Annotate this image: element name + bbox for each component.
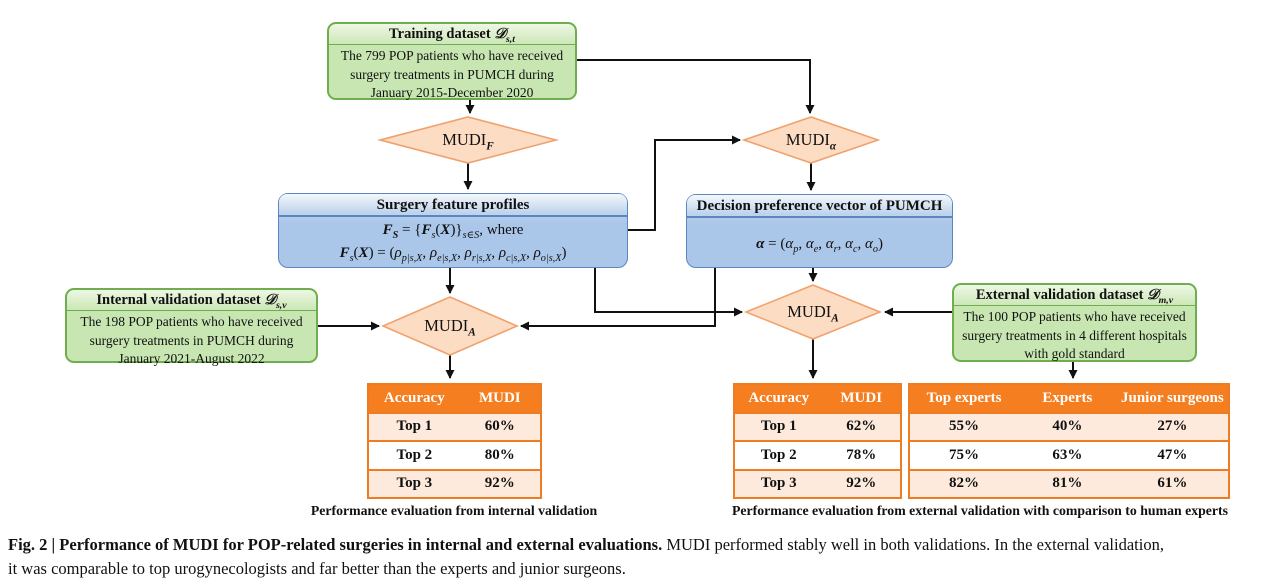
table-header-row: Accuracy MUDI [735, 385, 900, 412]
arrow-training-to-mudialpha [577, 59, 815, 114]
external-validation-title: External validation dataset 𝒟m,v [954, 285, 1195, 306]
figure-caption-text: MUDI performed stably well in both valid… [662, 535, 1164, 554]
table-row: Top 1 62% [735, 411, 900, 440]
mudi-a-right-diamond [743, 284, 883, 340]
table-row: 55% 40% 27% [910, 411, 1228, 440]
surgery-feature-profiles-box: Surgery feature profiles FS = {Fs(X)}s∈S… [278, 193, 628, 268]
internal-results-table: Accuracy MUDI Top 1 60% Top 2 80% Top 3 … [367, 383, 542, 499]
col-header: Experts [1042, 389, 1093, 406]
col-header: Junior surgeons [1121, 389, 1224, 406]
mudi-a-left-diamond [380, 296, 520, 356]
col-header: Accuracy [748, 389, 810, 406]
mudi-a-left-label: MUDIA [424, 316, 476, 339]
col-header: Accuracy [383, 389, 445, 406]
internal-validation-box: Internal validation dataset 𝒟s,v The 198… [65, 288, 318, 366]
table-header-row: Top experts Experts Junior surgeons [910, 385, 1228, 412]
surgery-feature-profiles-title: Surgery feature profiles [279, 194, 627, 217]
arrow-decision-to-mudia-left [520, 268, 716, 331]
training-dataset-title: Training dataset 𝒟s,t [329, 24, 575, 45]
mudi-f-label: MUDIF [442, 130, 494, 153]
external-validation-box: External validation dataset 𝒟m,v The 100… [952, 283, 1197, 362]
mudi-a-right-label: MUDIA [787, 302, 839, 325]
figure-caption: Fig. 2 | Performance of MUDI for POP-rel… [8, 533, 1264, 580]
training-dataset-box: Training dataset 𝒟s,t The 799 POP patien… [327, 22, 577, 100]
decision-preference-title: Decision preference vector of PUMCH [687, 195, 952, 218]
external-table-caption: Performance evaluation from external val… [732, 503, 1228, 518]
mudi-alpha-label: MUDIα [785, 130, 837, 153]
table-row: Top 1 60% [369, 411, 540, 440]
col-header: Top experts [926, 389, 1002, 406]
table-row: Top 2 80% [369, 440, 540, 469]
surgery-formula-2: Fs(X) = (ρp|s,X, ρe|s,X, ρr|s,X, ρc|s,X,… [339, 245, 567, 265]
external-mudi-table: Accuracy MUDI Top 1 62% Top 2 78% Top 3 … [733, 383, 902, 499]
table-row: Top 3 92% [369, 468, 540, 497]
internal-validation-title: Internal validation dataset 𝒟s,v [67, 290, 316, 311]
mudi-f-diamond [376, 116, 560, 164]
internal-table-caption: Performance evaluation from internal val… [310, 503, 598, 518]
surgery-formula-1: FS = {Fs(X)}s∈S, where [382, 222, 524, 241]
figure-caption-line2: it was comparable to top urogynecologist… [8, 558, 626, 578]
internal-validation-body: The 198 POP patients who have received s… [80, 314, 303, 367]
training-dataset-body: The 799 POP patients who have received s… [340, 48, 564, 101]
arrow-surgery-to-mudialpha [628, 135, 741, 231]
table-row: 75% 63% 47% [910, 440, 1228, 469]
col-header: MUDI [840, 389, 883, 406]
decision-formula: α = (αp, αe, αr, αc, αo) [756, 236, 883, 255]
decision-preference-box: Decision preference vector of PUMCH α = … [686, 194, 953, 268]
arrow-surgery-to-mudia-right [594, 268, 743, 317]
col-header: MUDI [478, 389, 521, 406]
mudi-alpha-diamond [741, 116, 881, 164]
figure-caption-bold: Fig. 2 | Performance of MUDI for POP-rel… [8, 535, 663, 554]
table-row: 82% 81% 61% [910, 468, 1228, 497]
table-row: Top 3 92% [735, 468, 900, 497]
table-header-row: Accuracy MUDI [369, 385, 540, 412]
human-experts-table: Top experts Experts Junior surgeons 55% … [908, 383, 1230, 499]
external-validation-body: The 100 POP patients who have received s… [962, 309, 1187, 362]
table-row: Top 2 78% [735, 440, 900, 469]
